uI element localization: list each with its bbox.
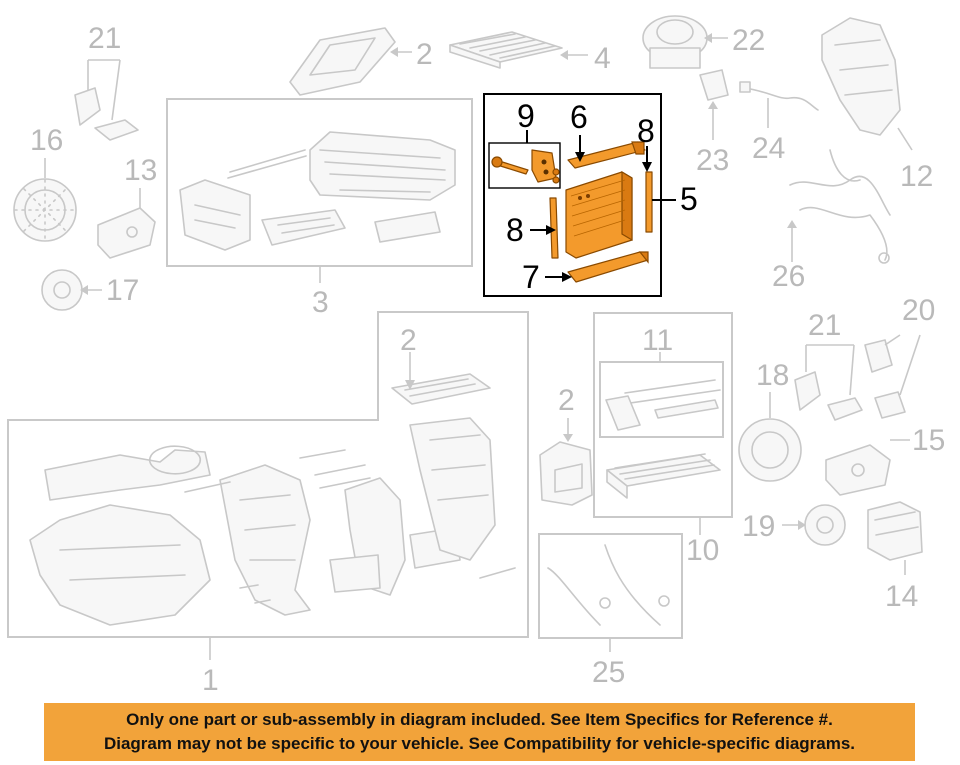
- callout-25: 25: [592, 656, 625, 689]
- part-12-module: [821, 17, 913, 151]
- callout-19: 19: [742, 510, 775, 543]
- callout-18: 18: [756, 359, 789, 392]
- part-19-gear: [782, 504, 846, 546]
- callout-15: 15: [912, 424, 945, 457]
- part-16-gear: [13, 158, 77, 242]
- part-14-motor: [867, 501, 923, 575]
- callout-22: 22: [732, 24, 765, 57]
- callout-17: 17: [106, 274, 139, 307]
- callout-7: 7: [522, 259, 540, 295]
- callout-21-upper: 21: [88, 22, 121, 55]
- part-20-actuator: [864, 334, 921, 419]
- part-22-blower-motor: [642, 15, 728, 69]
- callout-10: 10: [686, 534, 719, 567]
- callout-11: 11: [642, 324, 673, 357]
- disclaimer-banner: Only one part or sub-assembly in diagram…: [44, 703, 915, 761]
- disclaimer-line-1: Only one part or sub-assembly in diagram…: [126, 710, 833, 729]
- part-17-small-gear: [41, 269, 102, 311]
- callout-9: 9: [517, 98, 535, 134]
- part-group-25: [538, 533, 683, 652]
- callout-23: 23: [696, 144, 729, 177]
- callout-2-mid: 2: [558, 384, 575, 417]
- disclaimer-line-2: Diagram may not be specific to your vehi…: [103, 734, 856, 753]
- callout-4: 4: [594, 42, 611, 75]
- callout-20: 20: [902, 294, 935, 327]
- callout-16: 16: [30, 124, 63, 157]
- part-23-connector: [699, 69, 729, 140]
- part-13-actuator: [97, 188, 156, 259]
- callout-14: 14: [885, 580, 918, 613]
- callout-13: 13: [124, 154, 157, 187]
- part-2-duct: [289, 27, 412, 96]
- part-21-upper: [74, 59, 139, 141]
- callout-2-inset: 2: [400, 324, 417, 357]
- callout-2-top: 2: [416, 38, 433, 71]
- callout-12: 12: [900, 160, 933, 193]
- part-18-gear: [738, 392, 802, 482]
- part-15-actuator: [825, 439, 910, 496]
- callout-labels: 21 2 4 22 16 13 17 3 9 6 8 5 8 7 23 24 1…: [30, 22, 945, 697]
- callout-8-left: 8: [506, 212, 524, 248]
- callout-21-lower: 21: [808, 309, 841, 342]
- callout-24: 24: [752, 132, 785, 165]
- part-group-3: [166, 98, 473, 283]
- callout-8-right: 8: [637, 113, 655, 149]
- part-4-cabin-filter: [449, 31, 588, 69]
- evaporator-callout-group: [483, 93, 676, 297]
- part-24-pigtail: [739, 81, 819, 128]
- callout-6: 6: [570, 99, 588, 135]
- part-21-lower: [794, 344, 863, 421]
- part-group-10: [593, 312, 733, 535]
- callout-1: 1: [202, 664, 219, 697]
- callout-26: 26: [772, 260, 805, 293]
- part-2-mid-duct: [539, 418, 593, 506]
- callout-5: 5: [680, 181, 698, 217]
- callout-3: 3: [312, 286, 329, 319]
- part-26-wiring-harness: [787, 149, 891, 264]
- part-group-1: [7, 311, 529, 660]
